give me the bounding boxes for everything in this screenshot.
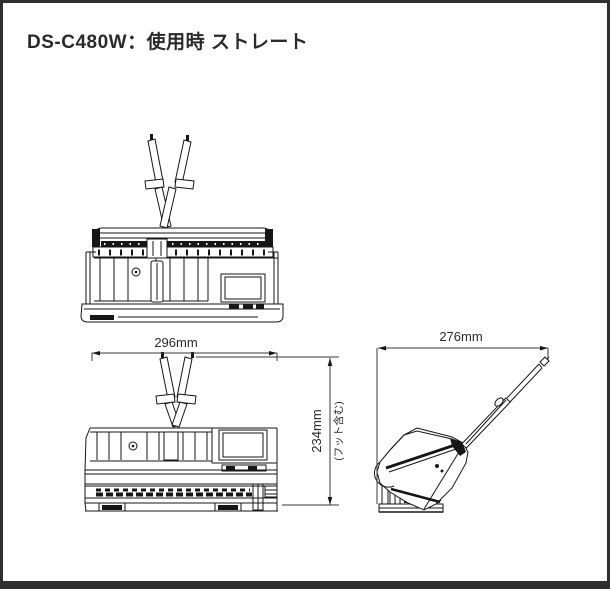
front-view-drawing (84, 352, 278, 512)
side-view-drawing (374, 356, 550, 513)
page-title: DS-C480W：使用時 ストレート (27, 32, 309, 53)
paper-guide-arms-icon (144, 134, 195, 229)
front-width-label: 296mm (154, 335, 197, 350)
dimension-side-width: 276mm (376, 329, 549, 504)
height-note-label: (フット含む) (332, 401, 345, 461)
rear-view-drawing (80, 134, 284, 323)
height-label: 234mm (309, 409, 324, 452)
dimension-front-width: 296mm (91, 335, 278, 361)
guide-arm-icon (461, 356, 550, 449)
dimension-diagram: 296mm 234mm (フット含む) 276mm (80, 134, 550, 513)
dimension-height: 234mm (フット含む) (196, 356, 345, 506)
paper-guide-arms-icon (155, 352, 197, 428)
side-width-label: 276mm (439, 329, 482, 344)
